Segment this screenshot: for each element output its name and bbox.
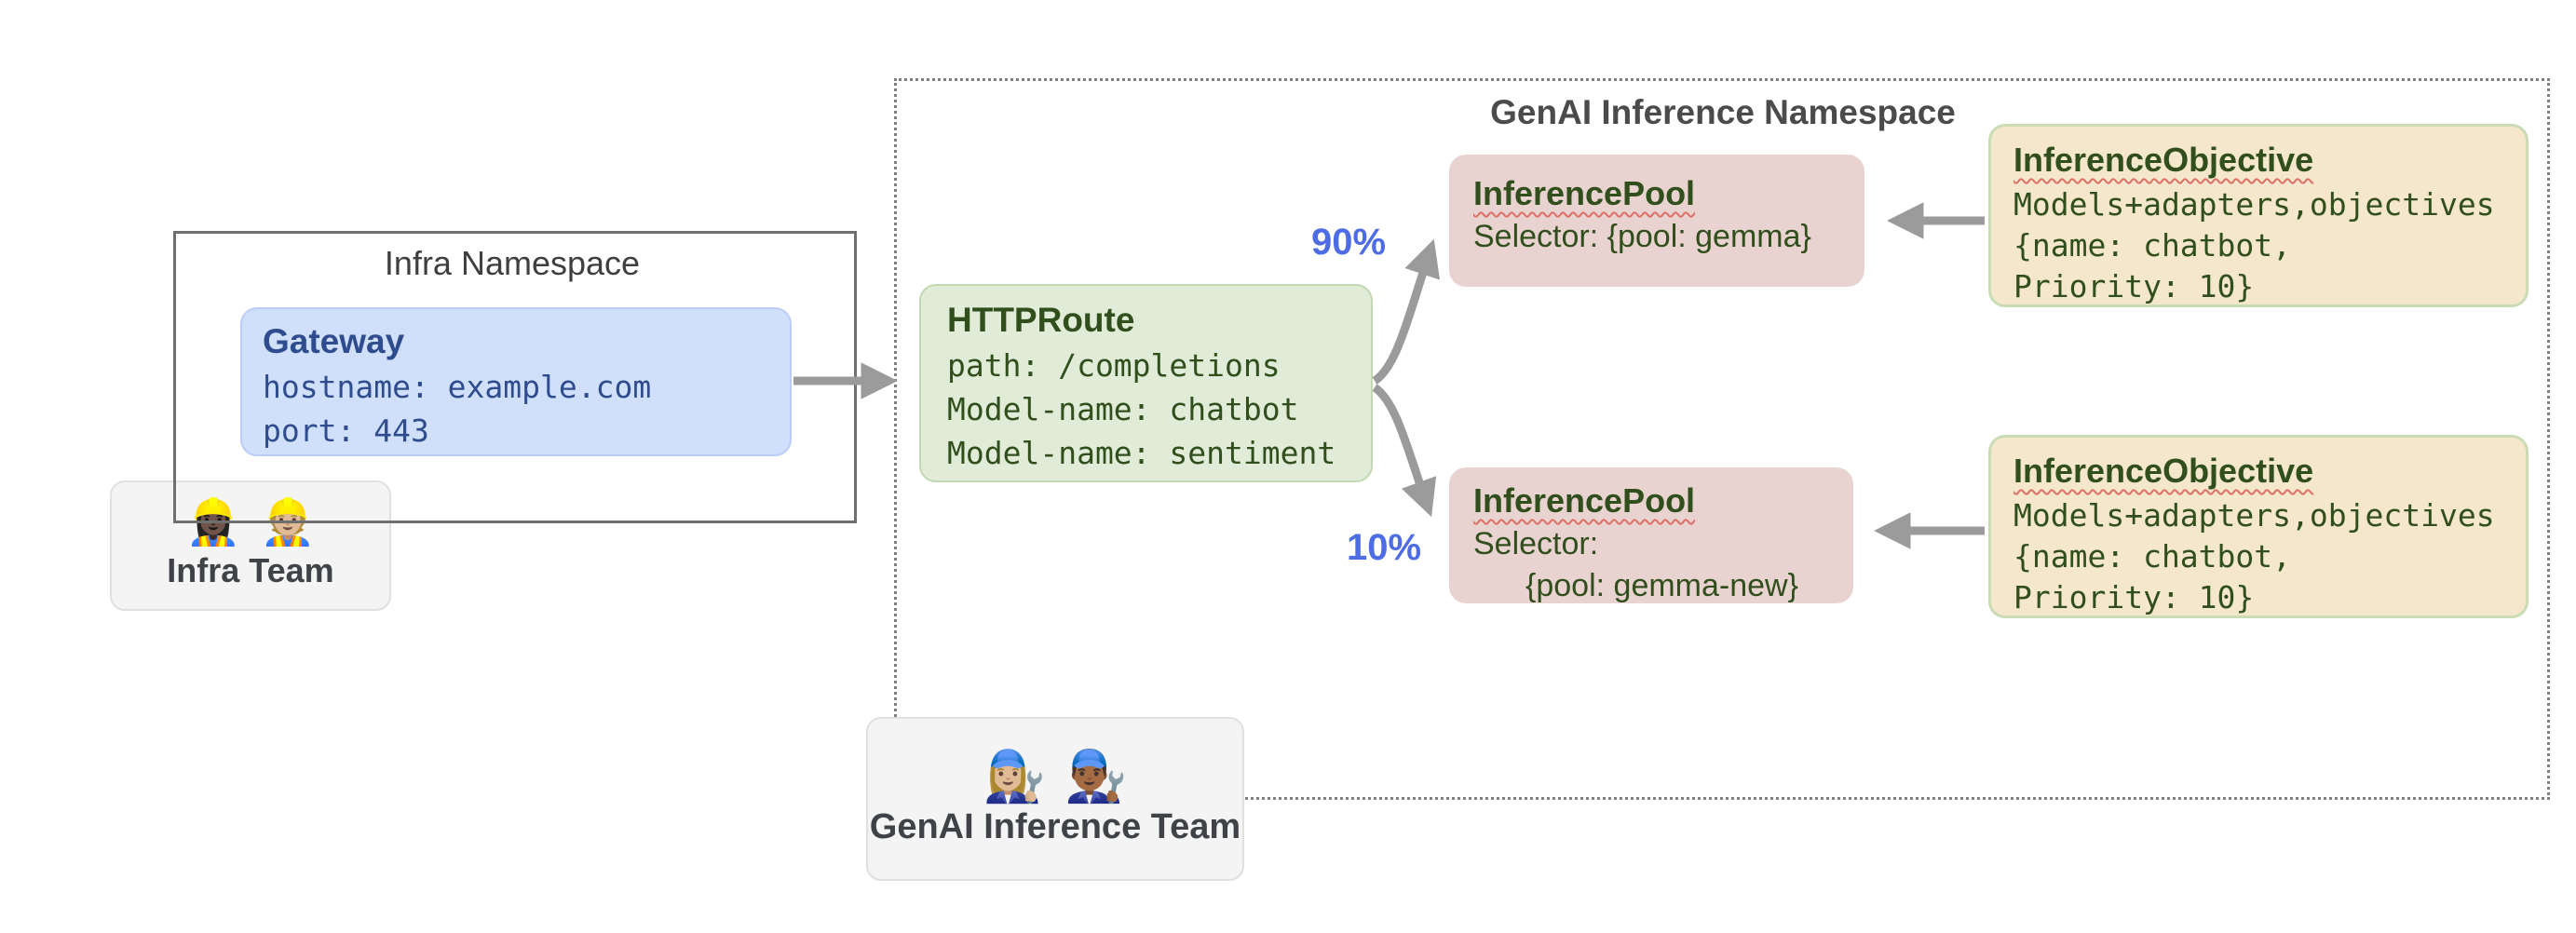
inferenceobjective-top-box: InferenceObjective Models+adapters,objec… <box>1988 124 2529 307</box>
inferenceobjective-top-line3: Priority: 10} <box>2013 268 2255 304</box>
inferenceobjective-bottom-line2: {name: chatbot, <box>2013 538 2292 575</box>
traffic-split-90-label: 90% <box>1311 222 1387 263</box>
inferenceobjective-top-line2: {name: chatbot, <box>2013 227 2292 264</box>
gateway-title: Gateway <box>263 322 405 360</box>
woman-mechanic-icon: 👩🏼‍🔧 <box>983 748 1046 805</box>
httproute-model-sentiment: Model-name: sentiment <box>947 435 1336 471</box>
inferencepool-gemma-new-selector: Selector: <box>1473 526 1599 561</box>
infra-team-label: Infra Team <box>167 551 334 589</box>
genai-team-emojis: 👩🏼‍🔧 👨🏾‍🔧 <box>983 751 1128 802</box>
inferencepool-gemma-new-selector-value: {pool: gemma-new} <box>1525 568 1798 603</box>
gateway-hostname: hostname: example.com <box>263 369 652 405</box>
inferenceobjective-bottom-line3: Priority: 10} <box>2013 579 2255 615</box>
inferenceobjective-top-line1: Models+adapters,objectives <box>2013 186 2495 223</box>
inferencepool-gemma-new-box: InferencePool Selector: {pool: gemma-new… <box>1449 467 1853 603</box>
genai-team-label: GenAI Inference Team <box>869 806 1241 846</box>
httproute-model-chatbot: Model-name: chatbot <box>947 391 1299 427</box>
genai-namespace-box <box>894 78 2550 800</box>
infra-namespace-label: Infra Namespace <box>384 244 641 282</box>
genai-team-card: 👩🏼‍🔧 👨🏾‍🔧 GenAI Inference Team <box>866 717 1244 881</box>
gateway-port: port: 443 <box>263 412 429 449</box>
inferenceobjective-bottom-line1: Models+adapters,objectives <box>2013 497 2495 534</box>
inferenceobjective-top-title: InferenceObjective <box>2013 141 2314 179</box>
inferencepool-gemma-title: InferencePool <box>1473 174 1696 212</box>
inferencepool-gemma-selector: Selector: {pool: gemma} <box>1473 219 1811 254</box>
httproute-box: HTTPRoute path: /completions Model-name:… <box>919 284 1373 482</box>
gateway-box: Gateway hostname: example.com port: 443 <box>240 307 792 456</box>
traffic-split-10-label: 10% <box>1347 527 1422 568</box>
genai-namespace-label: GenAI Inference Namespace <box>1490 93 1956 131</box>
man-mechanic-icon: 👨🏾‍🔧 <box>1064 748 1128 805</box>
httproute-title: HTTPRoute <box>947 301 1135 339</box>
inferencepool-gemma-new-title: InferencePool <box>1473 481 1696 520</box>
inferenceobjective-bottom-box: InferenceObjective Models+adapters,objec… <box>1988 435 2529 618</box>
inferencepool-gemma-box: InferencePool Selector: {pool: gemma} <box>1449 155 1864 287</box>
httproute-path: path: /completions <box>947 347 1281 384</box>
inferenceobjective-bottom-title: InferenceObjective <box>2013 452 2314 490</box>
